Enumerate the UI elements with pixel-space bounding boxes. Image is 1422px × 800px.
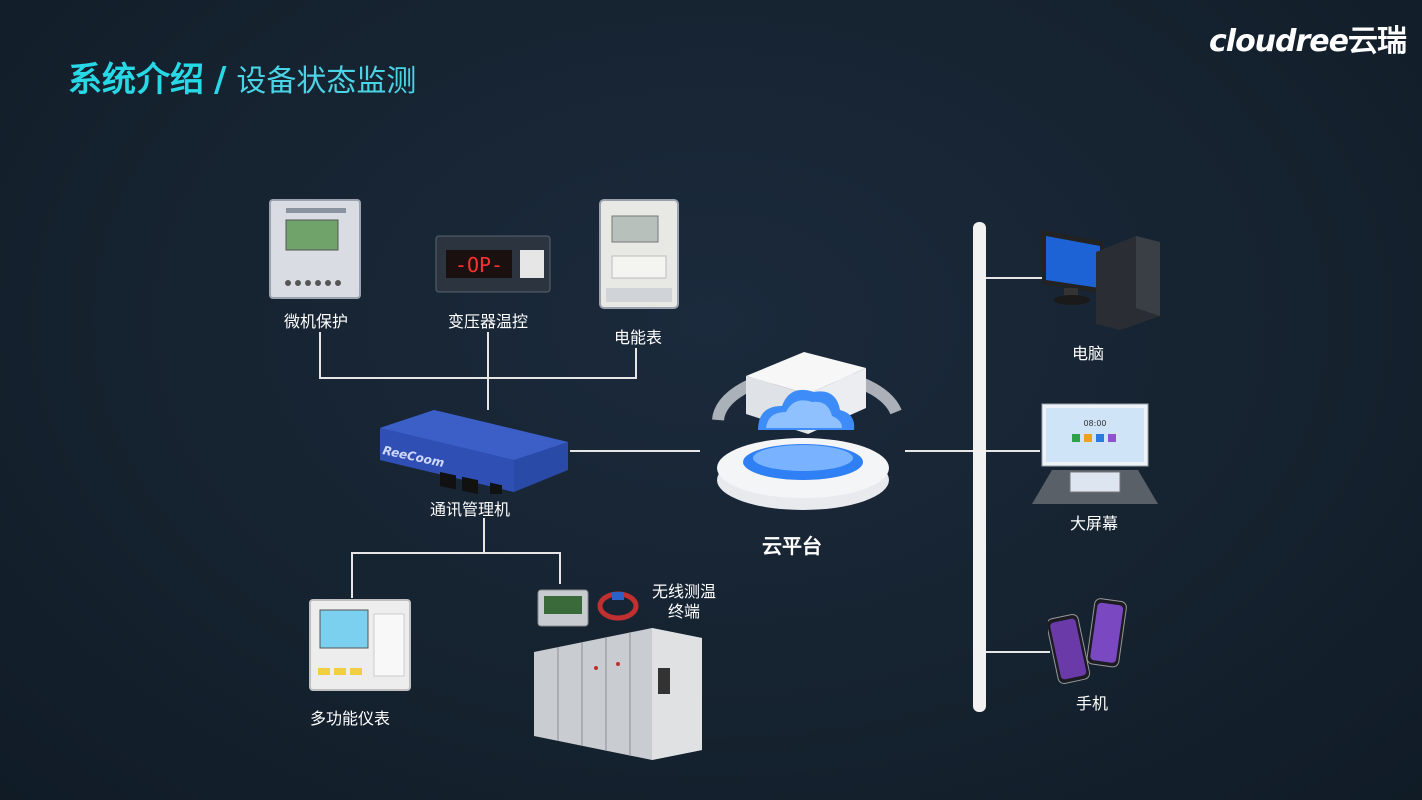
computer-icon: [1042, 230, 1160, 330]
label-wireless-line1: 无线测温: [652, 582, 717, 601]
label-meter: 电能表: [614, 328, 663, 347]
label-wireless-line2: 终端: [668, 602, 701, 621]
page-title: 系统介绍/ 设备状态监测: [68, 52, 416, 101]
energy-meter-icon: [599, 199, 679, 309]
label-gateway: 通讯管理机: [430, 500, 511, 519]
switchgear-cabinet-icon: [534, 628, 702, 760]
transformer-controller-icon: -OP-: [435, 235, 551, 293]
label-screen: 大屏幕: [1070, 514, 1119, 533]
label-cloud: 云平台: [762, 534, 822, 558]
transformer-display-text: -OP-: [455, 253, 503, 277]
title-main: 系统介绍: [68, 60, 204, 100]
wireless-unit-icon: [537, 589, 589, 627]
protection-device-icon: [269, 199, 361, 299]
big-screen-icon: 08:00: [1032, 403, 1158, 504]
logo-text: cloudree: [1209, 24, 1349, 59]
phone-icon: [1048, 598, 1127, 684]
wireless-sensor-icon: [597, 591, 639, 621]
multifunction-meter-icon: [309, 599, 411, 691]
gateway-device-icon: ReeCoom: [380, 410, 568, 494]
label-multimeter: 多功能仪表: [310, 709, 391, 728]
label-protection: 微机保护: [284, 312, 349, 331]
label-phone: 手机: [1076, 694, 1109, 713]
terminal-bus-bar: [973, 222, 986, 712]
title-separator: /: [214, 60, 227, 100]
title-subtitle: 设备状态监测: [236, 64, 417, 99]
logo-cn: 云瑞: [1348, 24, 1407, 59]
cloud-platform-icon: [712, 352, 902, 510]
label-transformer: 变压器温控: [448, 312, 529, 331]
bigscreen-time-text: 08:00: [1083, 419, 1106, 428]
brand-logo: cloudree云瑞: [1209, 16, 1407, 60]
label-wireless: 无线测温 终端: [652, 582, 716, 622]
top-bus-line: [319, 332, 637, 379]
wireless-line: [484, 552, 561, 584]
label-pc: 电脑: [1072, 344, 1105, 363]
multimeter-line: [351, 518, 485, 598]
